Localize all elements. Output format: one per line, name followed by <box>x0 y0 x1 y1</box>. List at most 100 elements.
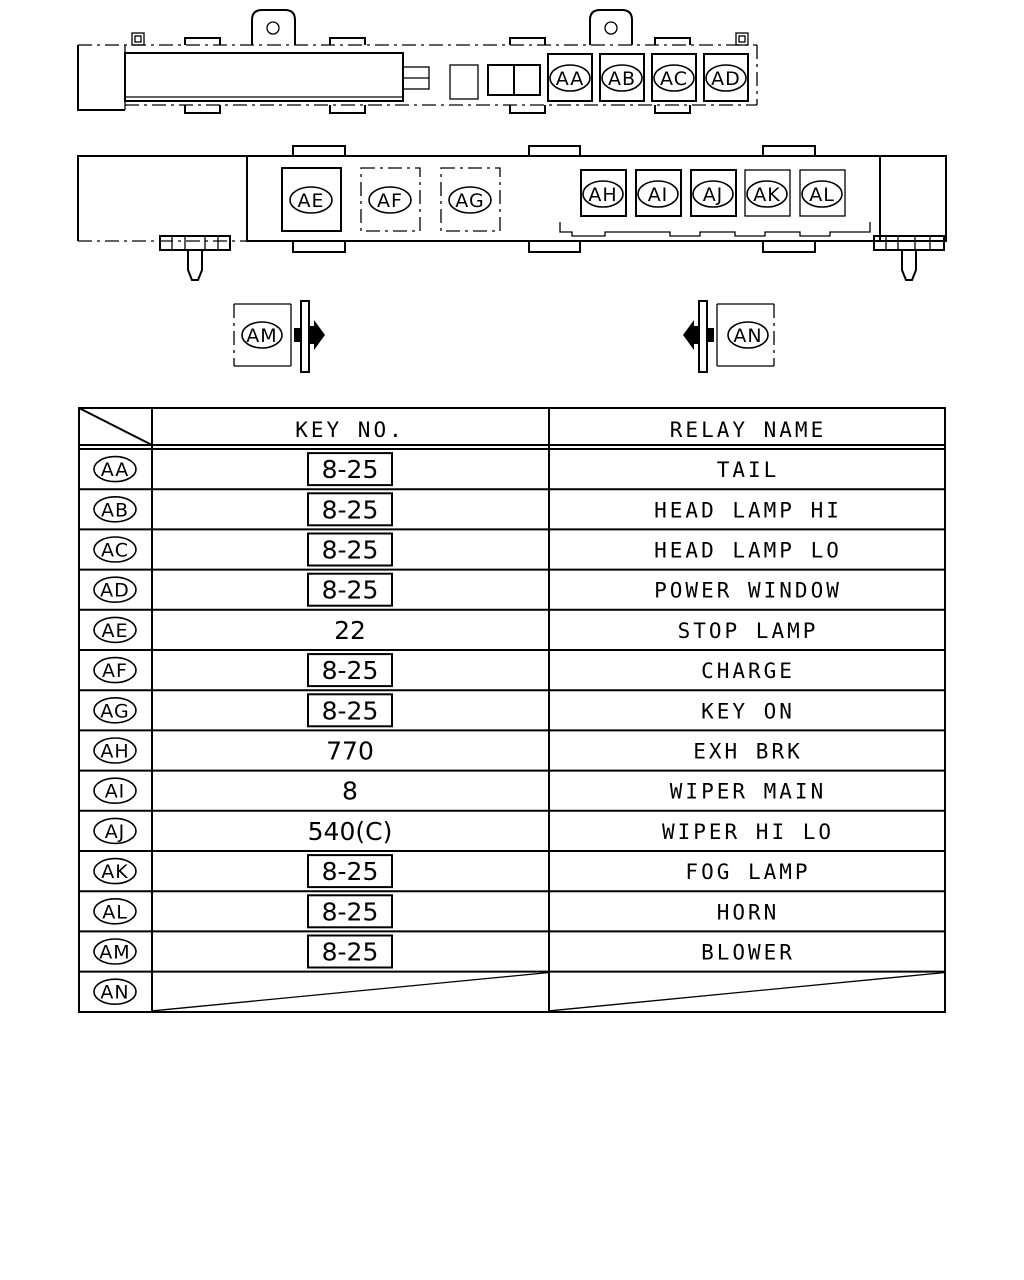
upper-relay-block <box>77 9 758 114</box>
relay-callout-aa: AA <box>549 64 591 92</box>
small-relay-socket <box>635 169 682 217</box>
relay-name: WIPER MAIN <box>670 780 826 804</box>
relay-callout-af: AF <box>368 186 412 214</box>
upper-relay-socket <box>599 53 645 102</box>
relay-name: EXH BRK <box>693 740 803 764</box>
relay-callout-ai: AI <box>637 180 679 208</box>
relay-callout-an: AN <box>727 321 769 349</box>
relay-name: HEAD LAMP LO <box>654 539 842 563</box>
relay-callout-af-label: AF <box>377 190 403 212</box>
relay-callout-ah: AH <box>582 180 624 208</box>
side-relay-labels: AM AN <box>241 321 769 349</box>
relay-table: KEY NO. RELAY NAME <box>78 407 946 1013</box>
empty-cell-slash <box>549 971 945 1012</box>
relay-name: TAIL <box>717 458 780 482</box>
relay-callout-al: AL <box>801 180 843 208</box>
row-id-ai-label: AI <box>105 781 126 803</box>
key-box <box>307 894 393 929</box>
relay-callout-an-label: AN <box>733 325 762 347</box>
row-id-ak-label: AK <box>101 861 128 883</box>
side-relay-am <box>233 300 325 373</box>
table-row: AI 8 WIPER MAIN <box>79 777 945 812</box>
relay-name: POWER WINDOW <box>654 579 842 603</box>
key-number: 8-25 <box>322 495 379 524</box>
table-row: AB 8-25 HEAD LAMP HI <box>79 492 945 531</box>
empty-cell-slash <box>152 971 549 1012</box>
side-relay-an <box>683 300 775 373</box>
small-relay-socket <box>744 169 791 217</box>
row-id-ah-label: AH <box>100 741 129 763</box>
header-relay-name: RELAY NAME <box>670 418 826 442</box>
row-id-aj: AJ <box>93 817 137 845</box>
key-box <box>307 572 393 607</box>
row-id-ag: AG <box>93 696 137 724</box>
relay-callout-ag-label: AG <box>455 190 484 212</box>
row-id-ae: AE <box>93 616 137 644</box>
relay-name: FOG LAMP <box>685 860 810 884</box>
row-id-ac-label: AC <box>101 540 129 562</box>
upper-relay-socket <box>703 53 749 102</box>
row-id-ai: AI <box>93 777 137 805</box>
row-id-ab: AB <box>93 495 137 523</box>
relay-callout-ah-label: AH <box>588 184 617 206</box>
table-row: AK 8-25 FOG LAMP <box>79 854 945 893</box>
relay-name: STOP LAMP <box>678 619 819 643</box>
row-id-ad-label: AD <box>100 580 130 602</box>
row-id-an-label: AN <box>100 982 129 1004</box>
relay-name: HORN <box>717 900 780 924</box>
small-relay-socket <box>690 169 737 217</box>
key-number: 540(C) <box>308 817 393 846</box>
relay-callout-ae: AE <box>289 186 333 214</box>
relay-callout-al-label: AL <box>809 184 835 206</box>
relay-callout-ag: AG <box>448 186 492 214</box>
key-box <box>307 492 393 527</box>
table-row: AN <box>93 971 945 1012</box>
relay-name: HEAD LAMP HI <box>654 498 842 522</box>
relay-name: KEY ON <box>701 699 795 723</box>
key-number: 8-25 <box>322 857 379 886</box>
relay-callout-aj-label: AJ <box>703 184 724 206</box>
row-id-aa-label: AA <box>101 459 130 481</box>
key-number: 8-25 <box>322 576 379 605</box>
table-row: AD 8-25 POWER WINDOW <box>79 572 945 611</box>
row-id-ak: AK <box>93 857 137 885</box>
table-row: AH 770 EXH BRK <box>79 737 945 772</box>
large-relay-socket <box>440 167 501 232</box>
row-id-aj-label: AJ <box>105 821 126 843</box>
row-id-aa: AA <box>93 455 137 483</box>
relay-callout-am-label: AM <box>246 325 277 347</box>
relay-callout-aa-label: AA <box>556 68 585 90</box>
lower-relay-block <box>77 145 947 281</box>
key-number: 8-25 <box>322 455 379 484</box>
large-relay-socket <box>360 167 421 232</box>
key-box <box>307 452 393 487</box>
table-row: AL 8-25 HORN <box>79 894 945 933</box>
key-number: 8-25 <box>322 897 379 926</box>
row-id-am: AM <box>93 938 137 965</box>
relay-name: WIPER HI LO <box>662 820 834 844</box>
key-box <box>307 653 393 688</box>
row-id-al-label: AL <box>102 901 128 923</box>
key-box <box>307 934 393 969</box>
key-number: 8 <box>342 777 358 806</box>
relay-name: CHARGE <box>701 659 795 683</box>
key-box <box>307 532 393 567</box>
row-id-al: AL <box>93 897 137 925</box>
row-id-an: AN <box>93 978 137 1006</box>
row-id-af-label: AF <box>102 660 128 682</box>
relay-callout-ae-label: AE <box>297 190 324 212</box>
relay-callout-ak-label: AK <box>753 184 780 206</box>
small-relay-socket <box>580 169 627 217</box>
key-box <box>307 693 393 728</box>
row-id-ah: AH <box>93 737 137 764</box>
key-number: 770 <box>326 737 374 766</box>
lower-relays: AE AF AG AH AI AJ AK AL <box>281 167 846 232</box>
row-id-ab-label: AB <box>101 499 129 521</box>
row-id-ag-label: AG <box>100 700 129 722</box>
small-relay-socket <box>799 169 846 217</box>
